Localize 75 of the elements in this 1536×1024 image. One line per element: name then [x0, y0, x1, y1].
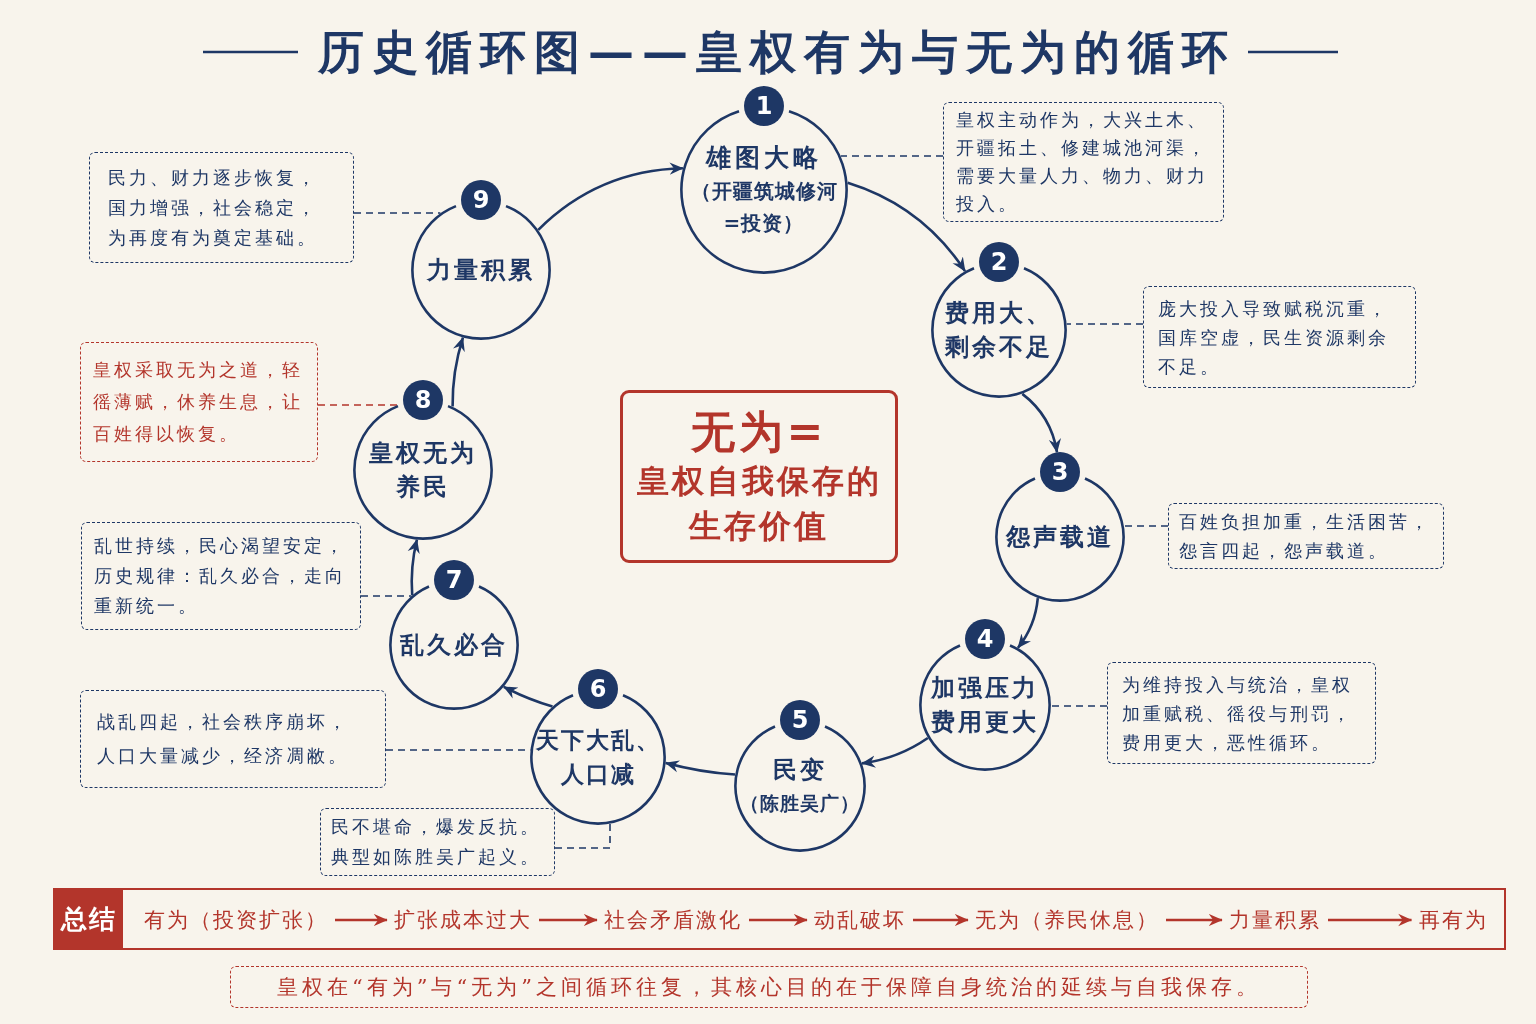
- summary-step: 再有为: [1418, 905, 1488, 935]
- note-box: 庞大投入导致赋税沉重，国库空虚，民生资源剩余不足。: [1143, 286, 1416, 388]
- step-number: 2: [979, 242, 1019, 282]
- stage-circle: [389, 560, 519, 710]
- highlight-text: 皇权自我保存的生存价值: [635, 460, 883, 547]
- cycle-arrow: [847, 181, 967, 272]
- arrow: [1328, 913, 1413, 927]
- leader-line: [360, 595, 413, 597]
- summary-band: [53, 888, 1506, 950]
- arrow: [913, 913, 969, 927]
- step-number: 9: [461, 180, 501, 220]
- note-box: 为维持投入与统治，皇权加重赋税、徭役与刑罚，费用更大，恶性循环。: [1107, 662, 1376, 764]
- summary-step: 力量积累: [1229, 905, 1321, 935]
- stage-subtitle: （陈胜吴广）: [740, 791, 860, 816]
- leader-line: [317, 404, 398, 406]
- summary-step: 扩张成本过大: [394, 905, 532, 935]
- step-number: 1: [744, 86, 784, 126]
- summary-step: 有为（投资扩张）: [144, 905, 328, 935]
- cycle-arrow: [1021, 392, 1061, 453]
- summary-step: 社会矛盾激化: [604, 905, 742, 935]
- step-number: 6: [578, 669, 618, 709]
- stage-title: 费用大、剩余不足: [944, 297, 1054, 363]
- cycle-arrow: [861, 736, 929, 768]
- leader-line: [1065, 323, 1144, 325]
- arrow: [1166, 913, 1223, 927]
- summary-step: 动乱破坏: [814, 905, 906, 935]
- note-box: 百姓负担加重，生活困苦，怨言四起，怨声载道。: [1168, 503, 1444, 569]
- highlight-heading: 无为=: [690, 404, 828, 459]
- stage-circle: [734, 700, 866, 852]
- summary-tab: 总结: [55, 890, 123, 948]
- title: 历史循环图——皇权有为与无为的循环: [318, 24, 1236, 81]
- stage-title: 民变: [773, 754, 827, 786]
- step-number: 3: [1040, 452, 1080, 492]
- step-number: 8: [403, 380, 443, 420]
- cycle-arrow: [503, 685, 553, 708]
- leader-line: [840, 155, 944, 157]
- stage-circle: [680, 86, 848, 274]
- step-number: 7: [434, 560, 474, 600]
- stage-circle: [411, 180, 551, 340]
- stage-circle: [995, 452, 1125, 602]
- stage-circle: [353, 380, 493, 540]
- summary-step: 无为（养民休息）: [975, 905, 1159, 935]
- arrow: [749, 913, 808, 927]
- conclusion-box: 皇权在“有为”与“无为”之间循环往复，其核心目的在于保障自身统治的延续与自我保存。: [230, 966, 1308, 1008]
- leader-line: [1050, 705, 1108, 707]
- stage-title: 天下大乱、人口减: [534, 725, 662, 789]
- stage-title: 怨声载道: [1006, 521, 1114, 553]
- cycle-arrow: [407, 539, 420, 596]
- note-box: 皇权主动作为，大兴土木、开疆拓土、修建城池河渠，需要大量人力、物力、财力投入。: [943, 102, 1224, 222]
- arrow: [335, 913, 388, 927]
- stage-circle: [919, 619, 1051, 771]
- stage-title: 乱久必合: [400, 629, 508, 661]
- note-box: 乱世持续，民心渴望安定，历史规律：乱久必合，走向重新统一。: [81, 522, 361, 630]
- stage-circle: [931, 242, 1067, 398]
- stage-title: 雄图大略: [706, 142, 822, 174]
- leader-line: [353, 212, 442, 214]
- leader-line: [554, 823, 611, 849]
- stage-title: 加强压力费用更大: [929, 672, 1040, 738]
- stage-title: 力量积累: [427, 254, 535, 286]
- note-box: 皇权采取无为之道，轻徭薄赋，休养生息，让百姓得以恢复。: [80, 342, 318, 462]
- cycle-arrow: [1016, 597, 1040, 649]
- note-box: 民力、财力逐步恢复，国力增强，社会稳定，为再度有为奠定基础。: [89, 152, 354, 263]
- stage-circle: [530, 669, 666, 825]
- stage-subtitle: （开疆筑城修河=投资）: [689, 178, 839, 237]
- cycle-arrow: [451, 336, 465, 407]
- note-box: 民不堪命，爆发反抗。典型如陈胜吴广起义。: [320, 808, 555, 876]
- stage-title: 皇权无为养民: [368, 437, 478, 503]
- leader-line: [1123, 525, 1169, 527]
- note-box: 战乱四起，社会秩序崩坏，人口大量减少，经济凋敝。: [80, 690, 386, 788]
- cycle-arrow: [665, 760, 736, 776]
- arrow: [539, 913, 598, 927]
- highlight-box: [620, 390, 898, 563]
- cycle-arrow: [537, 162, 684, 231]
- step-number: 5: [780, 700, 820, 740]
- step-number: 4: [965, 619, 1005, 659]
